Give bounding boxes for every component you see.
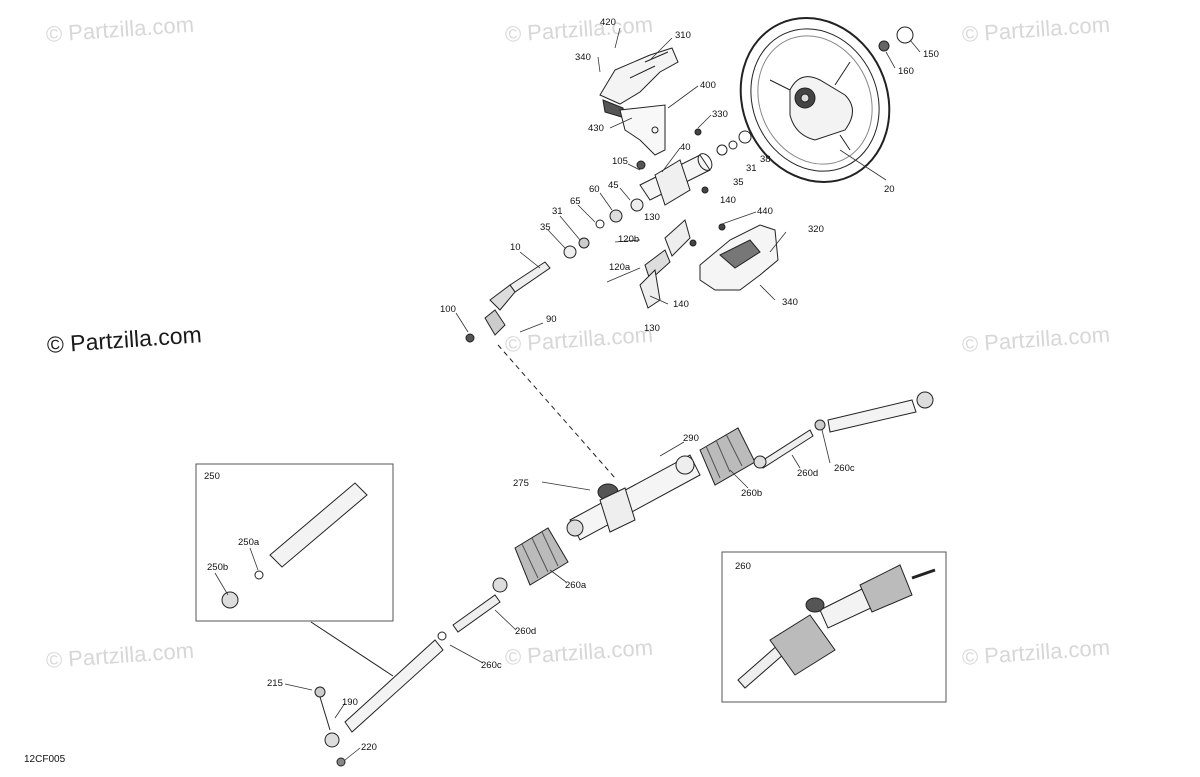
intermediate-shaft-10 bbox=[465, 261, 551, 343]
inset-260-rack bbox=[737, 564, 936, 689]
callout-130-top: 130 bbox=[644, 212, 660, 223]
callout-290: 290 bbox=[683, 433, 699, 444]
steering-column-40 bbox=[639, 153, 713, 206]
callout-320: 320 bbox=[808, 224, 824, 235]
callout-250b: 250b bbox=[207, 562, 228, 573]
callout-130-bottom: 130 bbox=[644, 323, 660, 334]
callout-35-right: 35 bbox=[733, 177, 744, 188]
lower-cover-320 bbox=[699, 224, 779, 291]
callout-40: 40 bbox=[680, 142, 691, 153]
callout-31-left: 31 bbox=[552, 206, 563, 217]
callout-220: 220 bbox=[361, 742, 377, 753]
bracket-400 bbox=[619, 104, 666, 156]
callout-65: 65 bbox=[570, 196, 581, 207]
boot-260a bbox=[514, 527, 569, 586]
callout-260c-right: 260c bbox=[834, 463, 855, 474]
callout-400: 400 bbox=[700, 80, 716, 91]
callout-420: 420 bbox=[600, 17, 616, 28]
callout-260d-right: 260d bbox=[797, 468, 818, 479]
callout-430: 430 bbox=[588, 123, 604, 134]
callout-105: 105 bbox=[612, 156, 628, 167]
callout-160: 160 bbox=[898, 66, 914, 77]
callout-38: 38 bbox=[760, 154, 771, 165]
callout-260b: 260b bbox=[741, 488, 762, 499]
callout-90: 90 bbox=[546, 314, 557, 325]
callout-100: 100 bbox=[440, 304, 456, 315]
callout-31-right: 31 bbox=[746, 163, 757, 174]
tie-rod-215 bbox=[314, 639, 444, 767]
callout-440: 440 bbox=[757, 206, 773, 217]
callout-10: 10 bbox=[510, 242, 521, 253]
callout-140-top: 140 bbox=[720, 195, 736, 206]
callout-215: 215 bbox=[267, 678, 283, 689]
callout-45: 45 bbox=[608, 180, 619, 191]
callout-150: 150 bbox=[923, 49, 939, 60]
callout-310: 310 bbox=[675, 30, 691, 41]
inset-box-250 bbox=[195, 463, 394, 622]
column-bearing-parts bbox=[563, 26, 914, 259]
inset-250-parts bbox=[221, 482, 368, 609]
callout-250: 250 bbox=[204, 471, 220, 482]
callout-190: 190 bbox=[342, 697, 358, 708]
callout-35-left: 35 bbox=[540, 222, 551, 233]
callout-250a: 250a bbox=[238, 537, 260, 548]
callout-260d-left: 260d bbox=[515, 626, 536, 637]
callout-60: 60 bbox=[589, 184, 600, 195]
callout-275: 275 bbox=[513, 478, 529, 489]
steering-joint-120 bbox=[639, 219, 691, 309]
callout-330: 330 bbox=[712, 109, 728, 120]
tie-rod-260d-right bbox=[753, 419, 826, 469]
boot-260b bbox=[699, 427, 756, 486]
callout-260c-left: 260c bbox=[481, 660, 502, 671]
steering-wheel bbox=[739, 17, 891, 183]
dashed-connection-line bbox=[497, 344, 616, 479]
steering-rack bbox=[566, 454, 701, 541]
leader-lines bbox=[214, 27, 921, 761]
callout-340-bottom: 340 bbox=[782, 297, 798, 308]
tie-rod-260c-right bbox=[827, 391, 934, 433]
steering-column-cover-310 bbox=[599, 47, 679, 119]
figure-code: 12CF005 bbox=[24, 754, 66, 765]
callout-340-top: 340 bbox=[575, 52, 591, 63]
callout-140-bottom: 140 bbox=[673, 299, 689, 310]
tie-rod-260d-left bbox=[437, 577, 508, 641]
callout-labels: 420 310 340 400 430 330 105 40 60 45 65 … bbox=[204, 17, 939, 753]
callout-20: 20 bbox=[884, 184, 895, 195]
callout-260a: 260a bbox=[565, 580, 587, 591]
callout-260-inset: 260 bbox=[735, 561, 751, 572]
inset-box-260 bbox=[721, 551, 947, 703]
callout-120a: 120a bbox=[609, 262, 631, 273]
inset-250-leader bbox=[310, 621, 394, 677]
callout-120b: 120b bbox=[618, 234, 639, 245]
